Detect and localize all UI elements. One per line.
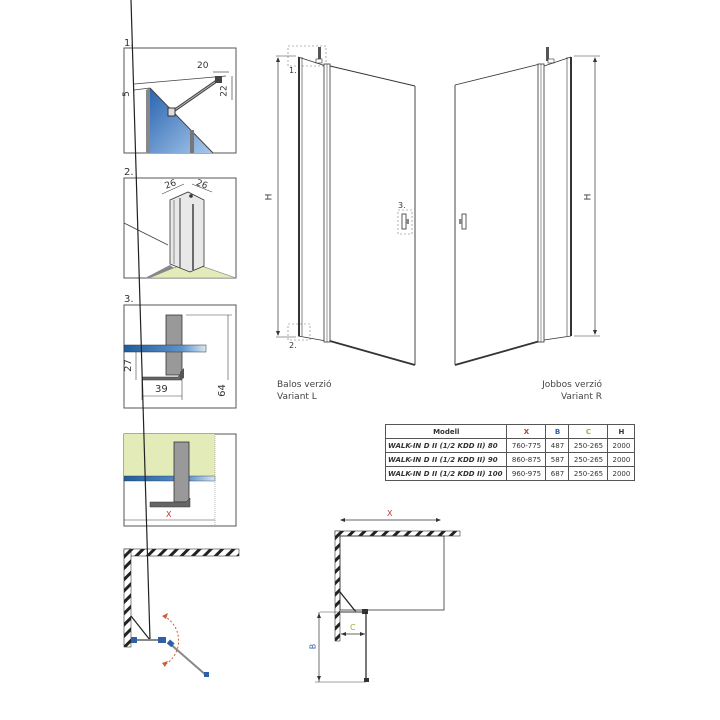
door-right-caption: Jobbos verzió Variant R [522,379,602,403]
detail-1-label: 1. [124,38,134,49]
cell-model: WALK-IN D II (1/2 KDD II) 90 [384,452,508,467]
door-left-caption-line1: Balos verzió [277,380,332,390]
detail-2-label: 2. [124,167,134,178]
header-b: B [545,424,570,439]
door-right-height-label: H [583,193,594,201]
door-left-callout-2: 2. [289,341,297,350]
cell-model: WALK-IN D II (1/2 KDD II) 100 [384,466,508,481]
door-left-callout-1: 1. [289,66,297,75]
cell-model: WALK-IN D II (1/2 KDD II) 80 [384,438,508,453]
cell-x: 860-875 [506,452,547,467]
cell-b: 487 [545,438,570,453]
door-left-callout-3: 3. [398,201,406,210]
cell-h: 2000 [607,466,636,481]
plan-dim-c: C [350,623,356,632]
door-left-caption: Balos verzió Variant L [277,379,332,403]
plan-dim-x: X [387,509,393,518]
cell-x: 960-975 [506,466,547,481]
cell-c: 250-265 [568,466,609,481]
table-row: WALK-IN D II (1/2 KDD II) 90 860-875 587… [384,452,636,467]
header-x: X [506,424,547,439]
door-left-caption-line2: Variant L [277,392,317,402]
header-h: H [607,424,636,439]
detail-1-dim-top: 20 [197,61,209,71]
cell-b: 687 [545,466,570,481]
cell-x: 760-775 [506,438,547,453]
detail-3-label: 3. [124,294,134,305]
detail-4-dim-x: X [166,510,172,519]
door-right-caption-line2: Variant R [560,392,602,402]
detail-3-dim-width: 39 [155,384,168,395]
cell-h: 2000 [607,452,636,467]
door-right-caption-line1: Jobbos verzió [542,380,602,390]
cell-c: 250-265 [568,438,609,453]
cell-b: 587 [545,452,570,467]
spec-table-header-row: Modell X B C H [384,424,636,439]
cell-h: 2000 [607,438,636,453]
cell-c: 250-265 [568,452,609,467]
spec-table: Modell X B C H WALK-IN D II (1/2 KDD II)… [384,424,636,481]
table-row: WALK-IN D II (1/2 KDD II) 80 760-775 487… [384,438,636,453]
header-modell: Modell [384,424,508,439]
header-c: C [568,424,609,439]
table-row: WALK-IN D II (1/2 KDD II) 100 960-975 68… [384,466,636,481]
